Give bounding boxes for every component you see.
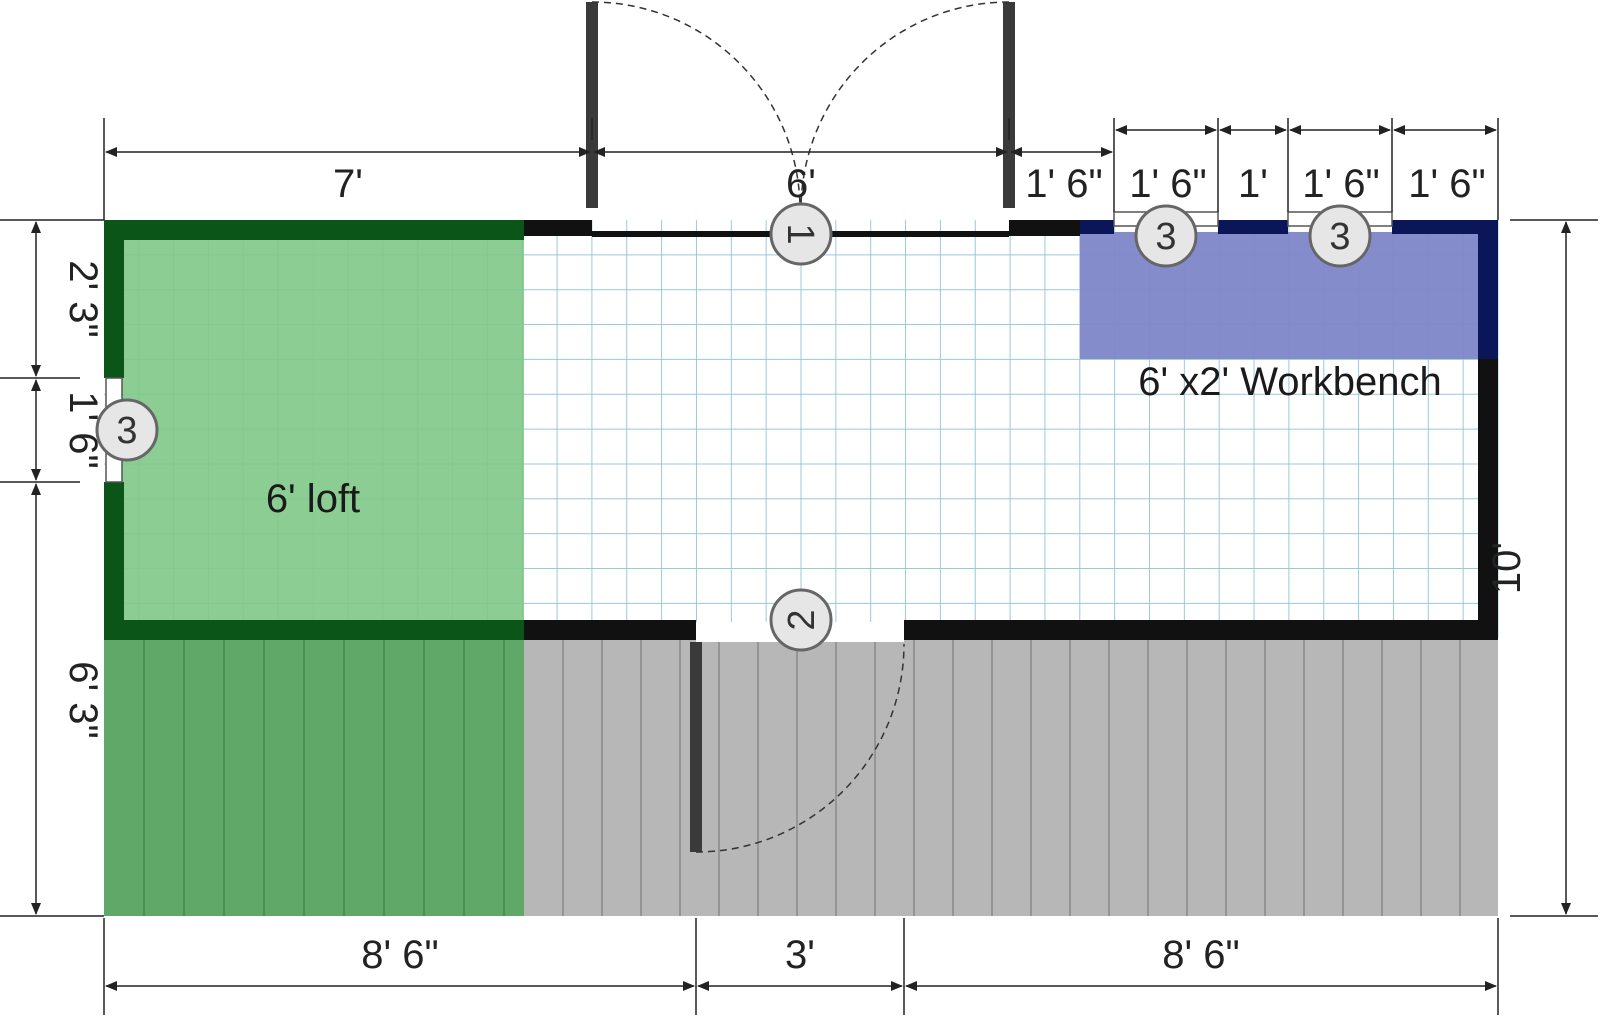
dim-top-7: 1' 6" (1408, 162, 1485, 206)
workbench-walls (1080, 220, 1498, 359)
marker-window-top-left-label: 3 (1155, 216, 1176, 258)
dim-top-2: 6' (786, 162, 816, 206)
loft-wall-left-lower (104, 482, 124, 640)
loft-wall-top (104, 220, 524, 240)
workbench-wall-top-1 (1080, 220, 1114, 234)
porch-planks-gray (562, 640, 1461, 916)
porch-planks-green (143, 640, 505, 916)
wall-right (1478, 359, 1498, 638)
porch-loft-area (104, 638, 524, 916)
double-door-left-swing (591, 1, 801, 211)
dim-left-3: 6' 3" (61, 661, 105, 738)
workbench-wall-right (1478, 220, 1498, 359)
dim-right: 10' (1485, 542, 1529, 594)
wall-bottom-left (524, 620, 696, 640)
dimension-lines (0, 118, 1598, 1015)
dim-bottom-1: 8' 6" (361, 933, 438, 977)
dim-top-6: 1' 6" (1302, 162, 1379, 206)
loft-wall-bottom (104, 620, 524, 640)
marker-window-top-left: 3 (1134, 204, 1198, 268)
marker-window-top-right-label: 3 (1329, 216, 1350, 258)
workbench-wall-top-3 (1392, 220, 1498, 234)
marker-double-door-label: 1 (779, 223, 821, 244)
marker-double-door: 1 (769, 202, 833, 266)
marker-window-left: 3 (95, 398, 159, 462)
porch-door-leaf (690, 642, 702, 852)
dim-top-3: 1' 6" (1025, 162, 1102, 206)
loft-wall-left-upper (104, 220, 124, 378)
wall-top-right (1009, 220, 1080, 236)
loft-label: 6' loft (266, 477, 360, 521)
double-door-right-leaf (1003, 2, 1015, 208)
marker-porch-door-label: 2 (781, 609, 823, 630)
dim-top-1: 7' (333, 162, 363, 206)
workbench-wall-top-2 (1218, 220, 1288, 234)
loft-area (116, 232, 524, 626)
double-door-left-leaf (586, 2, 598, 208)
dim-bottom-2: 3' (785, 933, 815, 977)
wall-bottom-right (904, 620, 1498, 640)
marker-window-top-right: 3 (1308, 204, 1372, 268)
dim-top-5: 1' (1238, 162, 1268, 206)
double-door-right-swing (800, 1, 1010, 211)
marker-porch-door: 2 (769, 588, 833, 652)
porch-door-swing (695, 643, 905, 853)
workbench-label: 6' x2' Workbench (1138, 360, 1442, 404)
loft-walls (104, 220, 524, 640)
dim-left-1: 2' 3" (61, 260, 105, 337)
dim-bottom-3: 8' 6" (1162, 933, 1239, 977)
marker-window-left-label: 3 (116, 410, 137, 452)
dim-top-4: 1' 6" (1129, 162, 1206, 206)
porch-area (524, 638, 1498, 916)
wall-top-left (524, 220, 592, 236)
